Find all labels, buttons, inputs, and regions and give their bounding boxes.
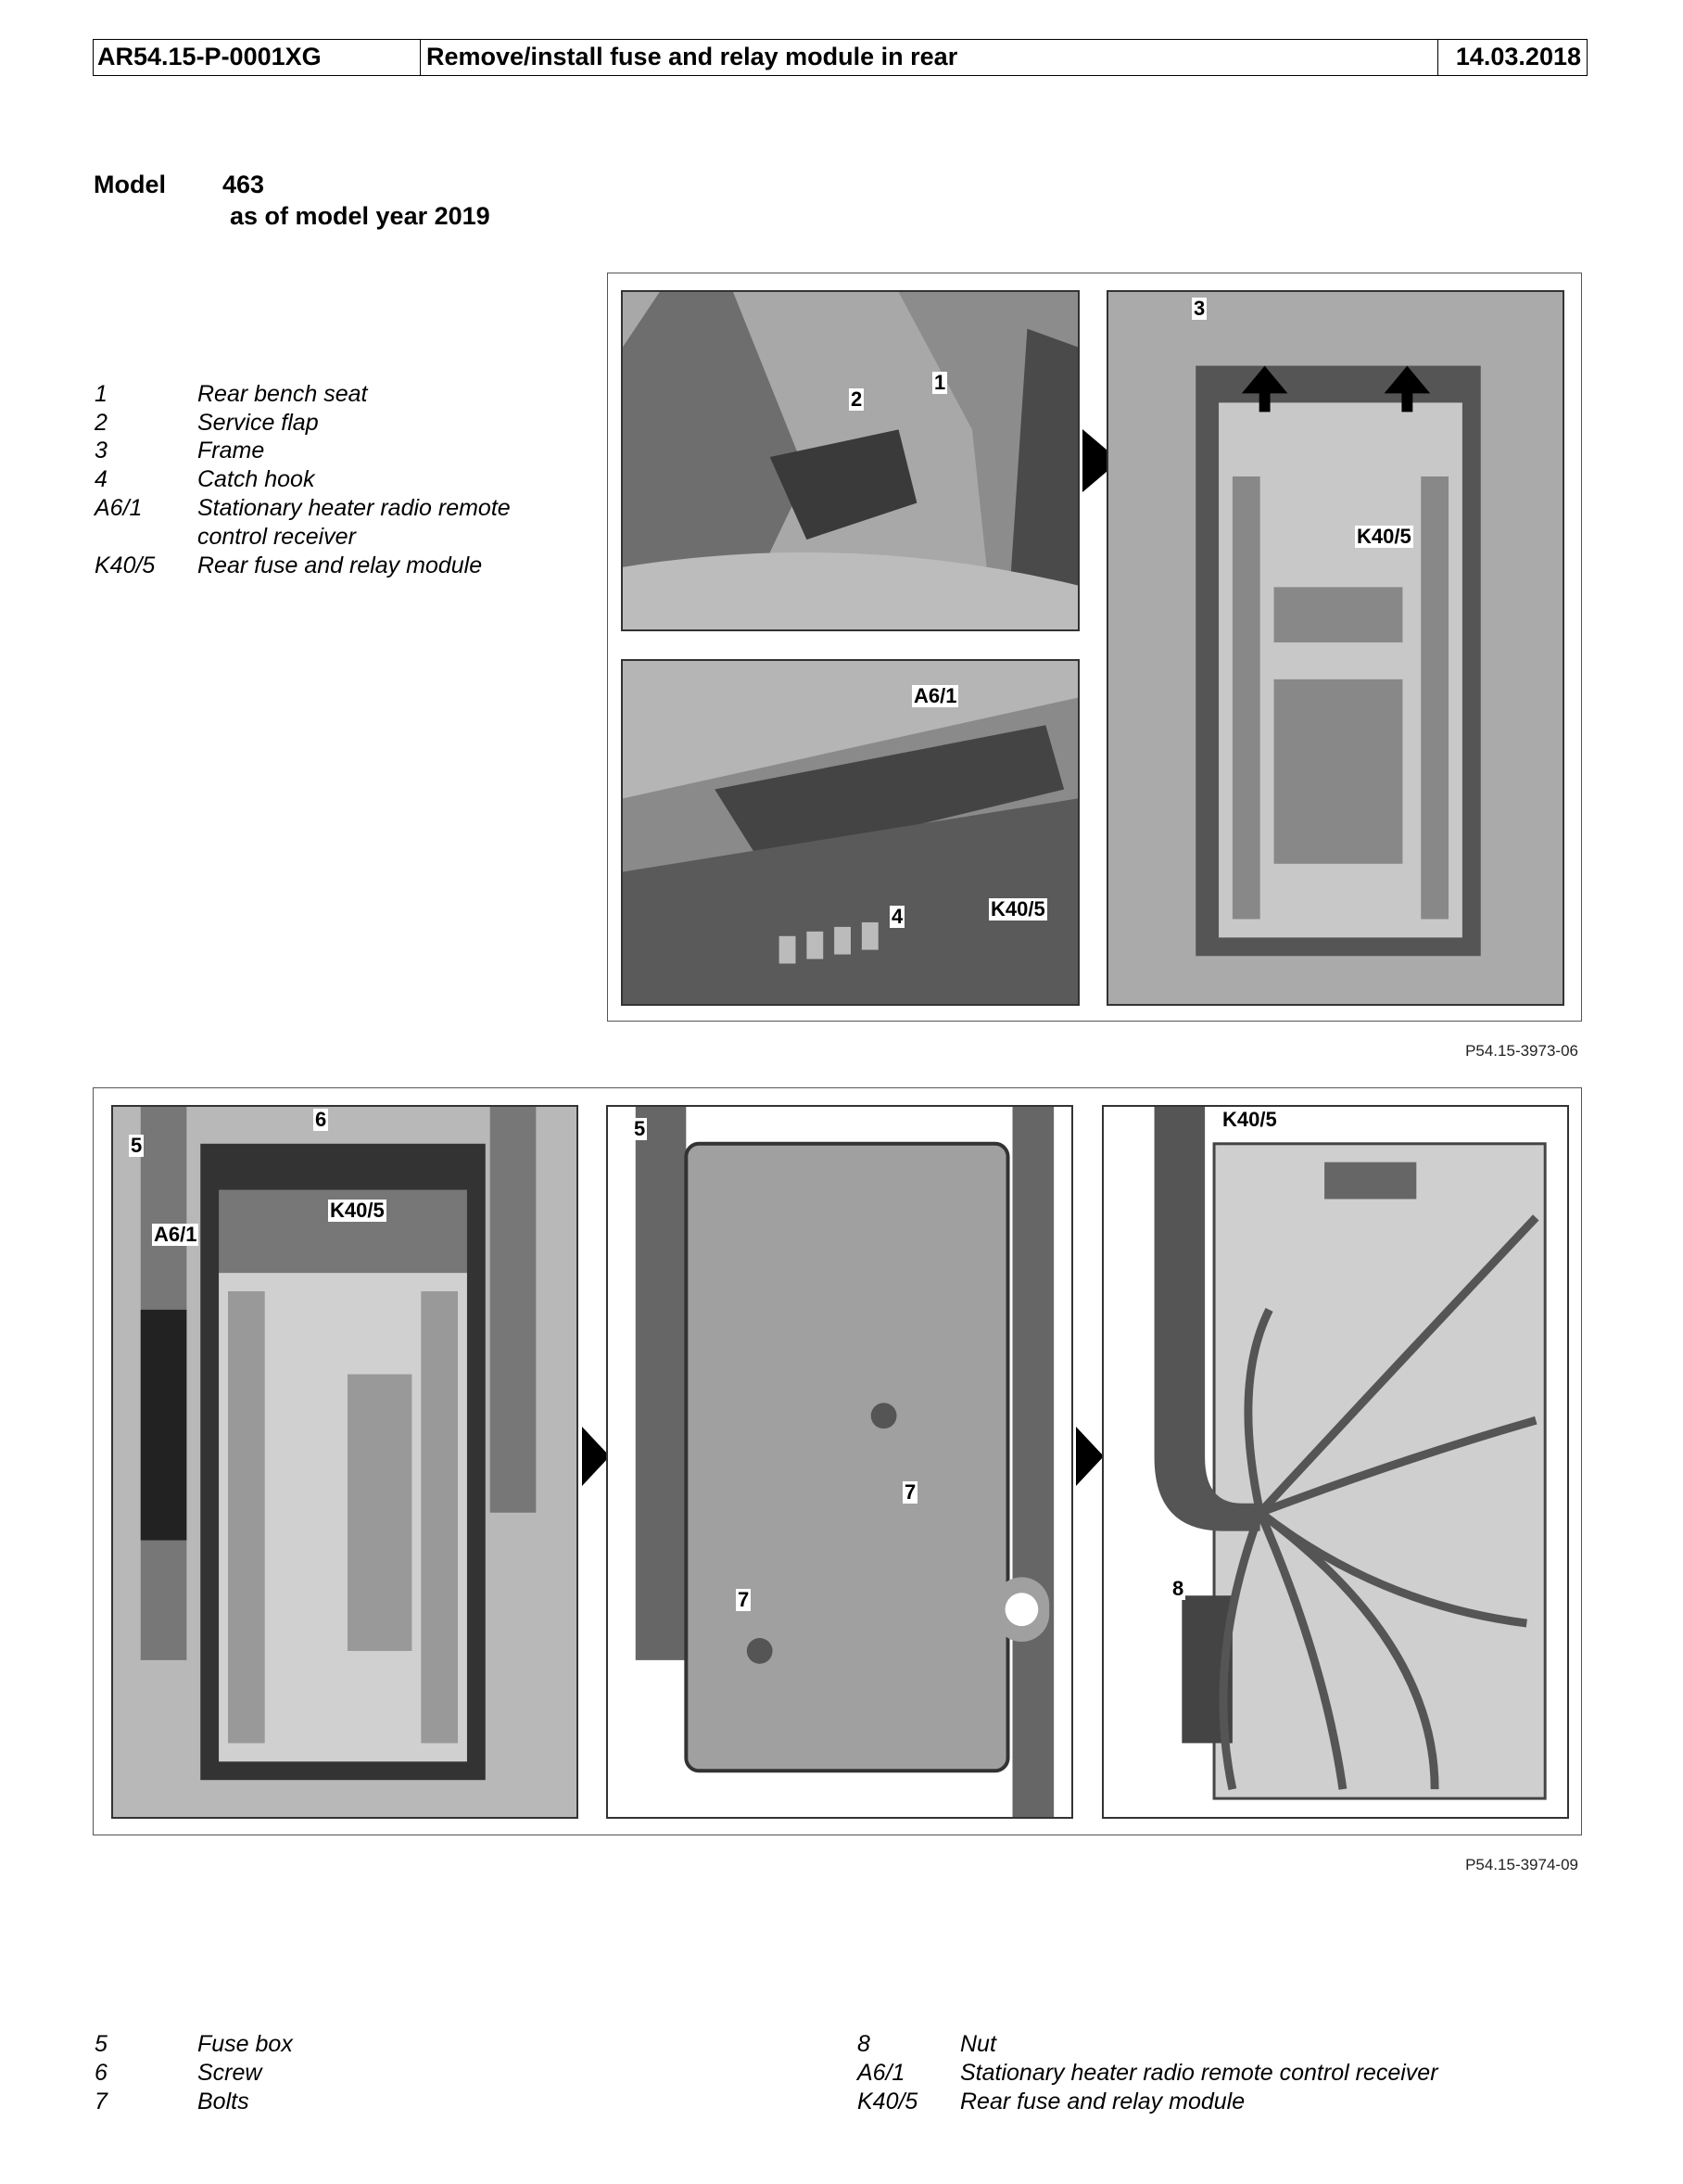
legend-text: Service flap <box>197 410 319 436</box>
legend-num: 8 <box>857 2031 870 2057</box>
legend-num: 4 <box>95 466 108 492</box>
legend-text: Rear bench seat <box>197 381 368 407</box>
document-title: Remove/install fuse and relay module in … <box>421 40 1438 75</box>
callout-k40-5: K40/5 <box>328 1199 386 1222</box>
legend-num: A6/1 <box>95 495 143 521</box>
callout-8: 8 <box>1171 1577 1186 1600</box>
legend-text: Rear fuse and relay module <box>960 2089 1246 2114</box>
document-header: AR54.15-P-0001XG Remove/install fuse and… <box>93 39 1588 76</box>
arrow-right-icon <box>582 1427 610 1486</box>
figure-1: 1 2 A6/1 4 K40/5 3 K40/5 <box>607 273 1582 1022</box>
callout-6: 6 <box>313 1108 329 1131</box>
callout-3: 3 <box>1192 297 1208 320</box>
callout-k40-5: K40/5 <box>989 897 1047 921</box>
legend-text: Rear fuse and relay module <box>197 552 483 578</box>
model-label: Model <box>94 171 166 198</box>
callout-7: 7 <box>736 1588 752 1611</box>
callout-k40-5: K40/5 <box>1355 525 1413 548</box>
legend-num: A6/1 <box>857 2060 905 2086</box>
model-note: as of model year 2019 <box>230 202 490 230</box>
figure-2: 5 6 K40/5 A6/1 5 7 7 K40/5 8 <box>93 1087 1582 1835</box>
legend-num: K40/5 <box>857 2089 918 2114</box>
callout-4: 4 <box>890 905 905 928</box>
legend-num: 6 <box>95 2060 108 2086</box>
callout-5: 5 <box>632 1117 648 1140</box>
legend-num: 1 <box>95 381 108 407</box>
legend-text: Frame <box>197 438 265 463</box>
rear-seat-photo: 1 2 <box>621 290 1080 631</box>
figure-2-caption: P54.15-3974-09 <box>1465 1856 1578 1873</box>
callout-2: 2 <box>849 387 865 411</box>
legend-text: Bolts <box>197 2089 249 2114</box>
callout-k40-5: K40/5 <box>1221 1108 1279 1131</box>
relay-module-wiring-photo: K40/5 8 <box>1102 1105 1569 1819</box>
callout-a6-1: A6/1 <box>912 684 959 707</box>
catch-hook-photo: A6/1 4 K40/5 <box>621 659 1080 1006</box>
document-id: AR54.15-P-0001XG <box>94 40 421 75</box>
model-number: 463 <box>222 171 265 198</box>
legend-text: Stationary heater radio remote control r… <box>960 2060 1438 2086</box>
fuse-module-frame-photo: 3 K40/5 <box>1107 290 1564 1006</box>
fuse-box-open-photo: 5 6 K40/5 A6/1 <box>111 1105 578 1819</box>
legend-text: Catch hook <box>197 466 315 492</box>
callout-1: 1 <box>932 371 948 394</box>
legend-num: 7 <box>95 2089 108 2114</box>
document-date: 14.03.2018 <box>1455 43 1581 70</box>
legend-num: K40/5 <box>95 552 156 578</box>
legend-num: 2 <box>95 410 108 436</box>
arrow-right-icon <box>1076 1427 1104 1486</box>
callout-5: 5 <box>129 1134 145 1157</box>
legend-text: Fuse box <box>197 2031 293 2057</box>
callout-7: 7 <box>903 1480 918 1504</box>
legend-text: Screw <box>197 2060 262 2086</box>
legend-num: 3 <box>95 438 108 463</box>
figure-1-caption: P54.15-3973-06 <box>1465 1042 1578 1060</box>
callout-a6-1: A6/1 <box>152 1223 199 1246</box>
legend-text: control receiver <box>197 524 356 550</box>
legend-text: Nut <box>960 2031 996 2057</box>
fuse-box-underside-photo: 5 7 7 <box>606 1105 1073 1819</box>
legend-num: 5 <box>95 2031 108 2057</box>
legend-text: Stationary heater radio remote <box>197 495 511 521</box>
